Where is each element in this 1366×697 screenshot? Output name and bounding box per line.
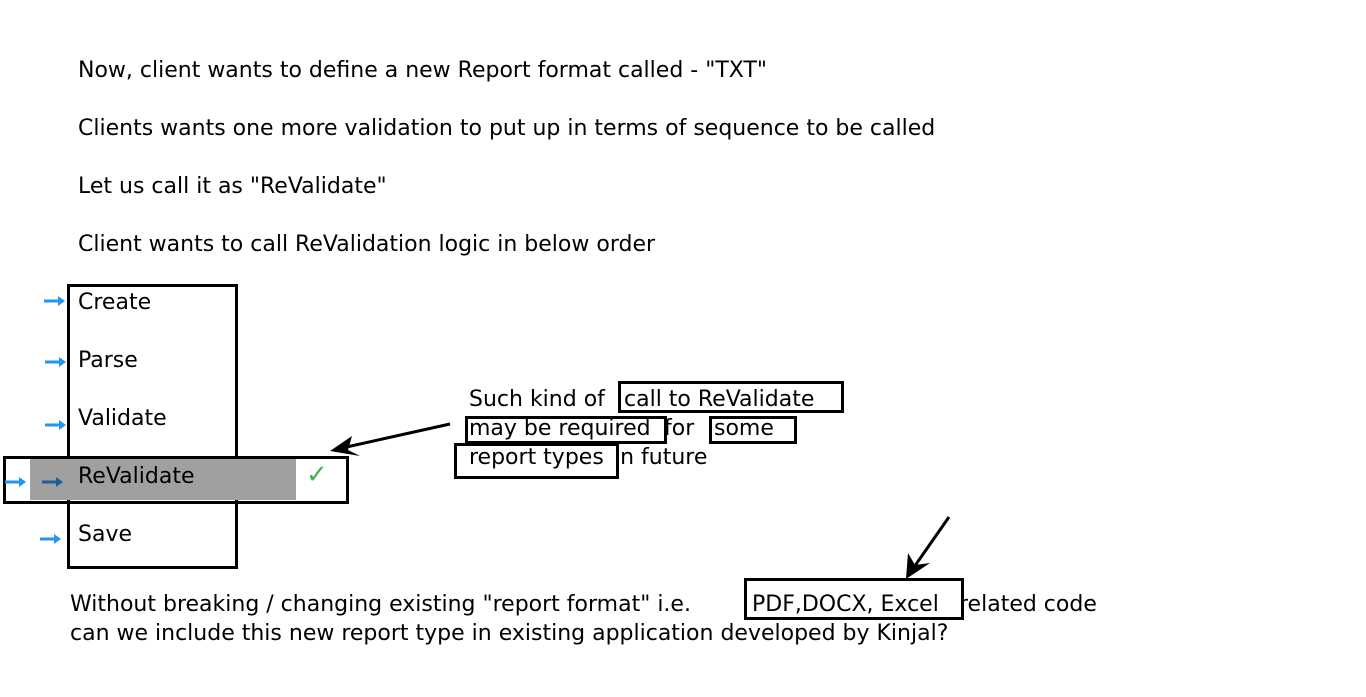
step-create: Create xyxy=(78,290,152,315)
note-text-2: call to ReValidate xyxy=(624,387,815,412)
question-text-formats: PDF,DOCX, Excel xyxy=(752,592,939,617)
note-text-5: some xyxy=(714,416,774,441)
check-icon: ✓ xyxy=(306,460,328,490)
step-revalidate: ReValidate xyxy=(78,464,195,489)
note-box-call xyxy=(618,381,844,413)
arrow-right-icon xyxy=(44,296,65,306)
intro-line-3: Let us call it as "ReValidate" xyxy=(78,174,387,199)
note-text-1: Such kind of xyxy=(469,387,605,412)
intro-line-4: Client wants to call ReValidation logic … xyxy=(78,232,656,257)
question-text-line-2: can we include this new report type in e… xyxy=(70,621,949,646)
step-parse: Parse xyxy=(78,348,138,373)
note-box-some xyxy=(709,416,797,444)
question-text-3: related code xyxy=(959,592,1097,617)
step-validate: Validate xyxy=(78,406,167,431)
question-text-1: Without breaking / changing existing "re… xyxy=(70,592,691,617)
note-text-4: for xyxy=(664,416,695,441)
intro-line-2: Clients wants one more validation to put… xyxy=(78,116,936,141)
arrow-right-icon xyxy=(45,357,66,367)
note-box-required xyxy=(465,416,667,444)
note-text-6: report types xyxy=(469,445,604,470)
note-box-report-types xyxy=(454,443,619,479)
sequence-box xyxy=(67,284,238,569)
arrow-right-icon xyxy=(5,477,26,487)
note-text-3: may be required xyxy=(469,416,651,441)
step-save: Save xyxy=(78,522,133,547)
revalidate-box xyxy=(3,456,349,504)
intro-line-1: Now, client wants to define a new Report… xyxy=(78,58,768,83)
formats-box xyxy=(744,578,964,620)
revalidate-highlight xyxy=(30,459,296,500)
arrow-right-icon xyxy=(45,420,66,430)
arrow-right-icon xyxy=(42,477,63,487)
arrow-right-icon xyxy=(40,534,61,544)
note-text-7: in future xyxy=(614,445,708,470)
